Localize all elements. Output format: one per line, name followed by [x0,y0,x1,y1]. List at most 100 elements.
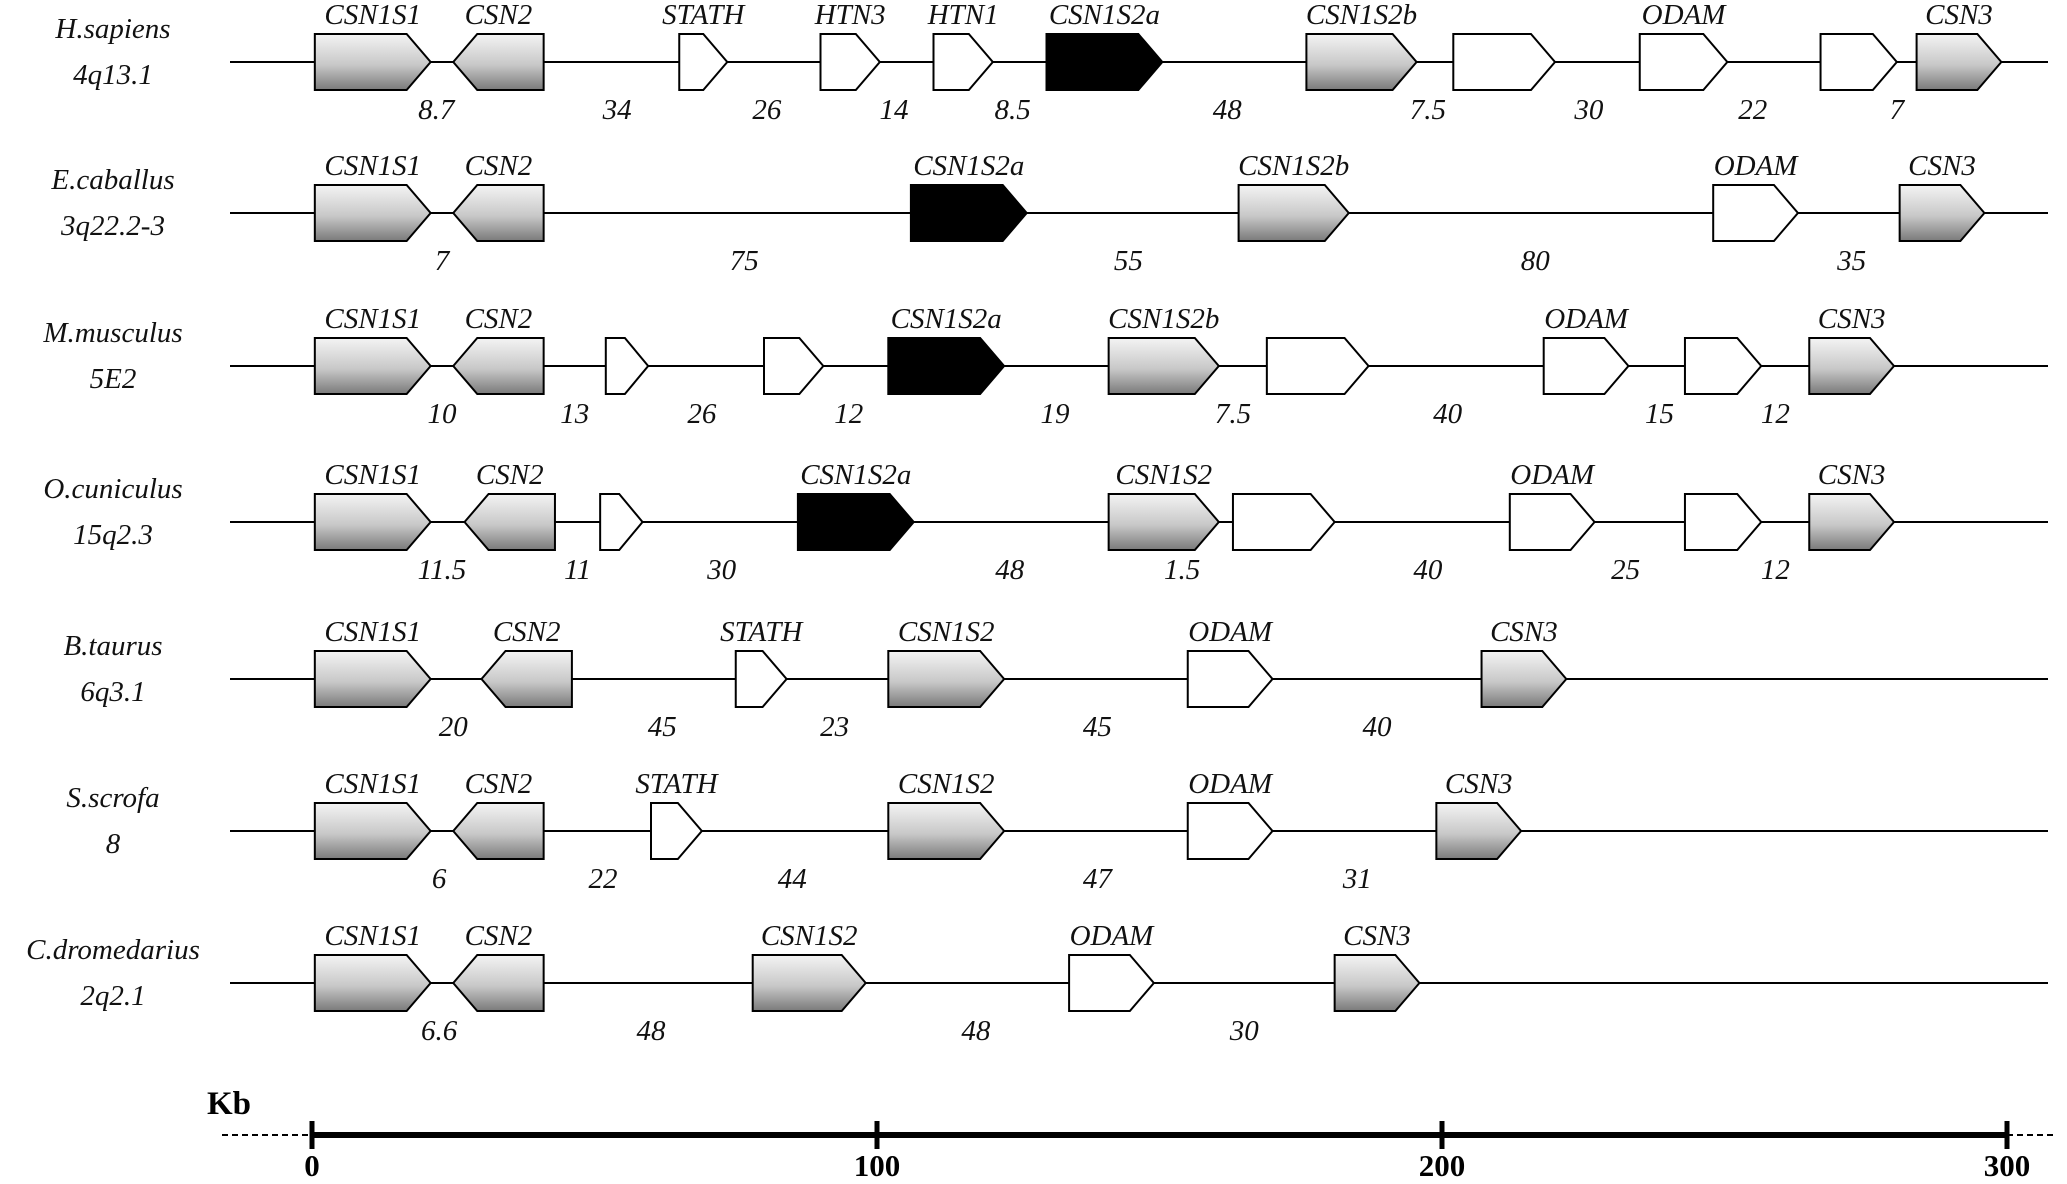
gene-arrow-csn1s2a [1045,33,1164,91]
chromosome-location: 5E2 [90,363,137,395]
gene-label-odam: ODAM [1642,0,1728,31]
gene-label-csn2: CSN2 [465,303,533,335]
chromosome-location: 4q13.1 [73,59,153,91]
intergenic-distance: 55 [1114,245,1143,277]
gene-arrow-csn1s2 [887,650,1006,708]
gene-label-csn1s2b: CSN1S2b [1108,303,1219,335]
species-name: B.taurus [63,630,162,662]
gene-label-csn1s2a: CSN1S2a [891,303,1002,335]
gene-label-csn1s2b: CSN1S2b [1306,0,1417,31]
gene-arrow-csn1s1 [313,493,432,551]
intergenic-distance: 30 [1573,94,1604,126]
gene-arrow-unlabeled [763,337,825,395]
gene-label-odam: ODAM [1188,616,1274,648]
gene-label-csn3: CSN3 [1445,768,1513,800]
axis-tick-label: 0 [304,1148,320,1183]
gene-arrow-unlabeled [1452,33,1557,91]
gene-label-csn1s2: CSN1S2 [898,616,995,648]
gene-label-htn3: HTN3 [814,0,886,31]
gene-label-csn1s2a: CSN1S2a [800,459,911,491]
gene-arrow-odam [1186,650,1274,708]
gene-arrow-htn3 [819,33,882,91]
intergenic-distance: 45 [648,711,677,743]
gene-label-csn3: CSN3 [1818,459,1886,491]
axis-title: Kb [207,1086,251,1122]
gene-arrow-unlabeled [1265,337,1370,395]
intergenic-distance: 40 [1363,711,1393,743]
intergenic-distance: 11.5 [418,554,467,586]
intergenic-distance: 40 [1413,554,1443,586]
gene-label-csn1s2a: CSN1S2a [913,150,1024,182]
intergenic-distance: 48 [995,554,1025,586]
gene-arrow-csn2 [451,33,545,91]
intergenic-distance: 47 [1083,863,1114,895]
gene-arrow-csn3 [1808,493,1896,551]
gene-arrow-odam [1508,493,1596,551]
gene-arrow-csn1s2b [1305,33,1418,91]
intergenic-distance: 40 [1433,398,1463,430]
gene-label-csn3: CSN3 [1490,616,1558,648]
intergenic-distance: 44 [778,863,807,895]
intergenic-distance: 11 [564,554,591,586]
intergenic-distance: 7.5 [1410,94,1446,126]
intergenic-distance: 12 [1761,398,1790,430]
gene-arrow-unlabeled [1683,493,1763,551]
gene-arrow-csn1s2a [909,184,1029,242]
gene-arrow-csn1s1 [313,33,432,91]
species-name: S.scrofa [66,782,159,814]
intergenic-distance: 12 [834,398,863,430]
gene-arrow-odam [1542,337,1630,395]
gene-label-stath: STATH [720,616,804,648]
intergenic-distance: 14 [879,94,908,126]
intergenic-distance: 8.5 [994,94,1030,126]
gene-arrow-odam [1712,184,1800,242]
gene-label-csn1s1: CSN1S1 [324,0,421,31]
gene-arrow-stath [650,802,704,860]
chromosome-location: 6q3.1 [80,676,145,708]
gene-label-stath: STATH [662,0,746,31]
gene-arrow-csn1s1 [313,954,432,1012]
intergenic-distance: 15 [1645,398,1674,430]
species-name: H.sapiens [54,13,170,45]
gene-label-csn2: CSN2 [493,616,561,648]
gene-arrow-csn3 [1808,337,1896,395]
intergenic-distance: 80 [1521,245,1551,277]
gene-arrow-csn2 [451,184,545,242]
gene-arrow-csn3 [1333,954,1421,1012]
intergenic-distance: 35 [1836,245,1866,277]
gene-arrow-odam [1186,802,1274,860]
gene-arrow-csn1s2 [1107,493,1221,551]
gene-label-csn1s1: CSN1S1 [324,616,421,648]
gene-arrow-csn3 [1435,802,1523,860]
species-name: M.musculus [42,317,182,349]
gene-arrow-unlabeled [1683,337,1763,395]
intergenic-distance: 48 [637,1015,667,1047]
gene-label-odam: ODAM [1510,459,1596,491]
gene-arrow-csn3 [1480,650,1568,708]
gene-label-csn2: CSN2 [465,920,533,952]
intergenic-distance: 26 [687,398,717,430]
gene-label-csn2: CSN2 [465,150,533,182]
axis-tick-label: 200 [1419,1148,1466,1183]
intergenic-distance: 45 [1083,711,1112,743]
gene-label-odam: ODAM [1544,303,1630,335]
gene-label-csn1s2: CSN1S2 [898,768,995,800]
intergenic-distance: 30 [706,554,737,586]
intergenic-distance: 1.5 [1164,554,1200,586]
gene-label-csn1s1: CSN1S1 [324,150,421,182]
intergenic-distance: 7 [1890,94,1906,126]
gene-label-odam: ODAM [1070,920,1156,952]
intergenic-distance: 34 [602,94,632,126]
gene-arrow-csn1s1 [313,802,432,860]
intergenic-distance: 26 [752,94,782,126]
intergenic-distance: 7 [435,245,451,277]
intergenic-distance: 31 [1342,863,1372,895]
gene-arrow-csn1s2 [887,802,1006,860]
intergenic-distance: 7.5 [1215,398,1251,430]
gene-arrow-csn3 [1915,33,2003,91]
